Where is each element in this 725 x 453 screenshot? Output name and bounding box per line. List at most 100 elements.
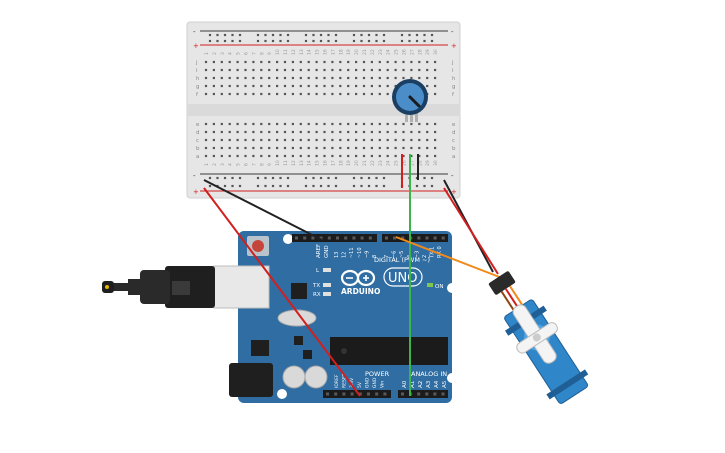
terminal-hole[interactable] [331, 76, 334, 80]
terminal-hole[interactable] [370, 146, 373, 150]
terminal-hole[interactable] [291, 92, 294, 96]
rail-hole[interactable] [312, 176, 315, 180]
terminal-hole[interactable] [204, 122, 208, 126]
terminal-hole[interactable] [426, 68, 429, 72]
terminal-hole[interactable] [212, 154, 215, 158]
terminal-hole[interactable] [331, 60, 334, 64]
terminal-hole[interactable] [291, 122, 294, 126]
terminal-hole[interactable] [323, 68, 326, 72]
terminal-hole[interactable] [291, 130, 294, 134]
terminal-hole[interactable] [268, 76, 271, 80]
terminal-hole[interactable] [347, 60, 350, 64]
terminal-hole[interactable] [323, 154, 326, 158]
terminal-hole[interactable] [252, 138, 255, 142]
terminal-hole[interactable] [228, 92, 231, 96]
rail-hole[interactable] [375, 33, 378, 37]
terminal-hole[interactable] [220, 122, 223, 126]
terminal-hole[interactable] [378, 130, 381, 134]
rail-hole[interactable] [264, 184, 267, 188]
terminal-hole[interactable] [434, 68, 437, 72]
terminal-hole[interactable] [355, 68, 358, 72]
terminal-hole[interactable] [220, 68, 223, 72]
terminal-hole[interactable] [347, 154, 350, 158]
terminal-hole[interactable] [252, 92, 255, 96]
terminal-hole[interactable] [331, 130, 334, 134]
terminal-hole[interactable] [204, 60, 208, 64]
terminal-hole[interactable] [347, 68, 350, 72]
rail-hole[interactable] [238, 176, 242, 180]
terminal-hole[interactable] [260, 92, 263, 96]
terminal-hole[interactable] [355, 130, 358, 134]
terminal-hole[interactable] [244, 84, 247, 88]
terminal-hole[interactable] [228, 138, 231, 142]
rail-hole[interactable] [304, 184, 308, 188]
rail-hole[interactable] [216, 33, 219, 37]
rail-hole[interactable] [415, 184, 419, 188]
terminal-hole[interactable] [220, 146, 223, 150]
terminal-hole[interactable] [260, 84, 263, 88]
terminal-hole[interactable] [260, 68, 263, 72]
terminal-hole[interactable] [307, 138, 310, 142]
terminal-hole[interactable] [402, 68, 405, 72]
terminal-hole[interactable] [386, 68, 389, 72]
terminal-hole[interactable] [260, 122, 263, 126]
dc-power-jack-icon[interactable] [229, 363, 273, 397]
terminal-hole[interactable] [228, 68, 231, 72]
terminal-hole[interactable] [362, 60, 366, 64]
rail-hole[interactable] [279, 184, 282, 188]
rail-hole[interactable] [327, 184, 330, 188]
terminal-hole[interactable] [323, 84, 326, 88]
terminal-hole[interactable] [434, 60, 437, 64]
terminal-hole[interactable] [370, 68, 373, 72]
rail-hole[interactable] [334, 39, 338, 43]
terminal-hole[interactable] [362, 92, 366, 96]
rail-hole[interactable] [271, 176, 275, 180]
rail-hole[interactable] [304, 33, 308, 37]
terminal-hole[interactable] [252, 76, 255, 80]
rail-hole[interactable] [352, 33, 356, 37]
terminal-hole[interactable] [260, 138, 263, 142]
rail-hole[interactable] [360, 184, 363, 188]
terminal-hole[interactable] [331, 84, 334, 88]
rail-hole[interactable] [327, 33, 330, 37]
terminal-hole[interactable] [339, 130, 342, 134]
rail-hole[interactable] [375, 176, 378, 180]
rail-hole[interactable] [352, 176, 356, 180]
terminal-hole[interactable] [299, 138, 302, 142]
terminal-hole[interactable] [212, 92, 215, 96]
rail-hole[interactable] [208, 33, 212, 37]
terminal-hole[interactable] [418, 76, 421, 80]
terminal-hole[interactable] [244, 122, 247, 126]
terminal-hole[interactable] [307, 92, 310, 96]
terminal-hole[interactable] [331, 122, 334, 126]
terminal-hole[interactable] [307, 154, 310, 158]
rail-hole[interactable] [279, 39, 282, 43]
rail-hole[interactable] [319, 176, 323, 180]
rail-hole[interactable] [382, 184, 386, 188]
terminal-hole[interactable] [394, 122, 397, 126]
terminal-hole[interactable] [236, 68, 239, 72]
terminal-hole[interactable] [355, 146, 358, 150]
terminal-hole[interactable] [355, 154, 358, 158]
terminal-hole[interactable] [402, 130, 405, 134]
terminal-hole[interactable] [331, 138, 334, 142]
rail-hole[interactable] [367, 33, 371, 37]
terminal-hole[interactable] [244, 130, 247, 134]
rail-hole[interactable] [223, 39, 227, 43]
terminal-hole[interactable] [378, 76, 381, 80]
terminal-hole[interactable] [276, 130, 279, 134]
rail-hole[interactable] [334, 33, 338, 37]
terminal-hole[interactable] [434, 122, 437, 126]
terminal-hole[interactable] [228, 84, 231, 88]
terminal-hole[interactable] [339, 138, 342, 142]
terminal-hole[interactable] [362, 146, 366, 150]
terminal-hole[interactable] [370, 60, 373, 64]
power-header[interactable] [323, 390, 391, 398]
terminal-hole[interactable] [410, 146, 413, 150]
wire-red-servo[interactable] [443, 187, 499, 275]
terminal-hole[interactable] [370, 76, 373, 80]
rail-hole[interactable] [312, 33, 315, 37]
rail-hole[interactable] [286, 184, 290, 188]
terminal-hole[interactable] [236, 154, 239, 158]
